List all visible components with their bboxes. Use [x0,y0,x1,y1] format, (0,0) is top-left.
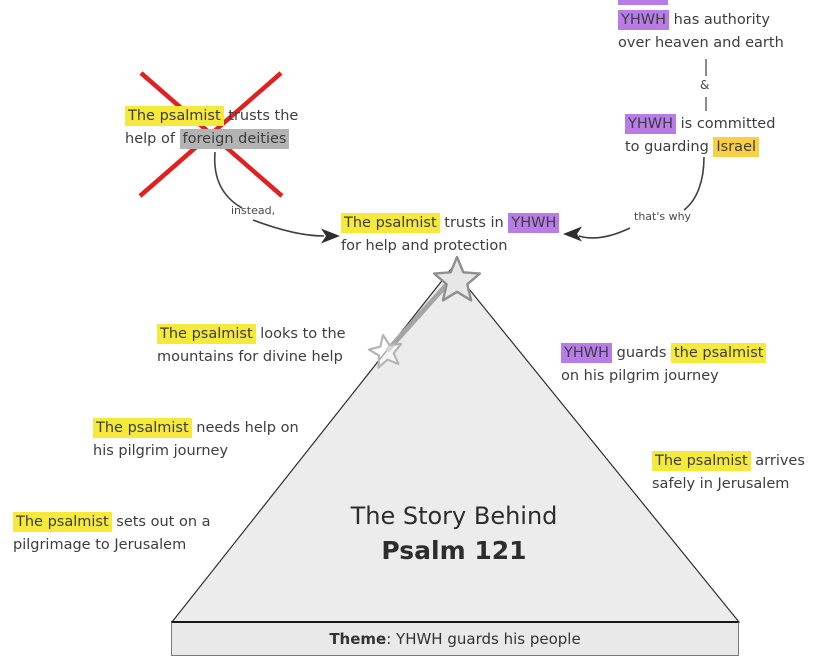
arrow-thats-why [563,156,705,242]
peak-to-star-line [385,280,451,353]
star-icon-peak [432,255,482,302]
triangle-title-line1: The Story Behind [350,502,558,530]
triangle-title-line2: Psalm 121 [381,536,527,565]
triangle-title: The Story Behind Psalm 121 [351,499,558,569]
arrowhead-right-icon [321,228,340,244]
ampersand-label: & [700,78,710,92]
instead-label: instead, [231,204,276,217]
star-icon-slope [367,333,403,369]
theme-bar: Theme: YHWH guards his people [171,621,739,656]
thats-why-label: that's why [634,210,692,223]
clipped-highlight-fragment [618,0,668,5]
arrow-instead [213,151,340,244]
arrowhead-left-icon [563,226,582,242]
